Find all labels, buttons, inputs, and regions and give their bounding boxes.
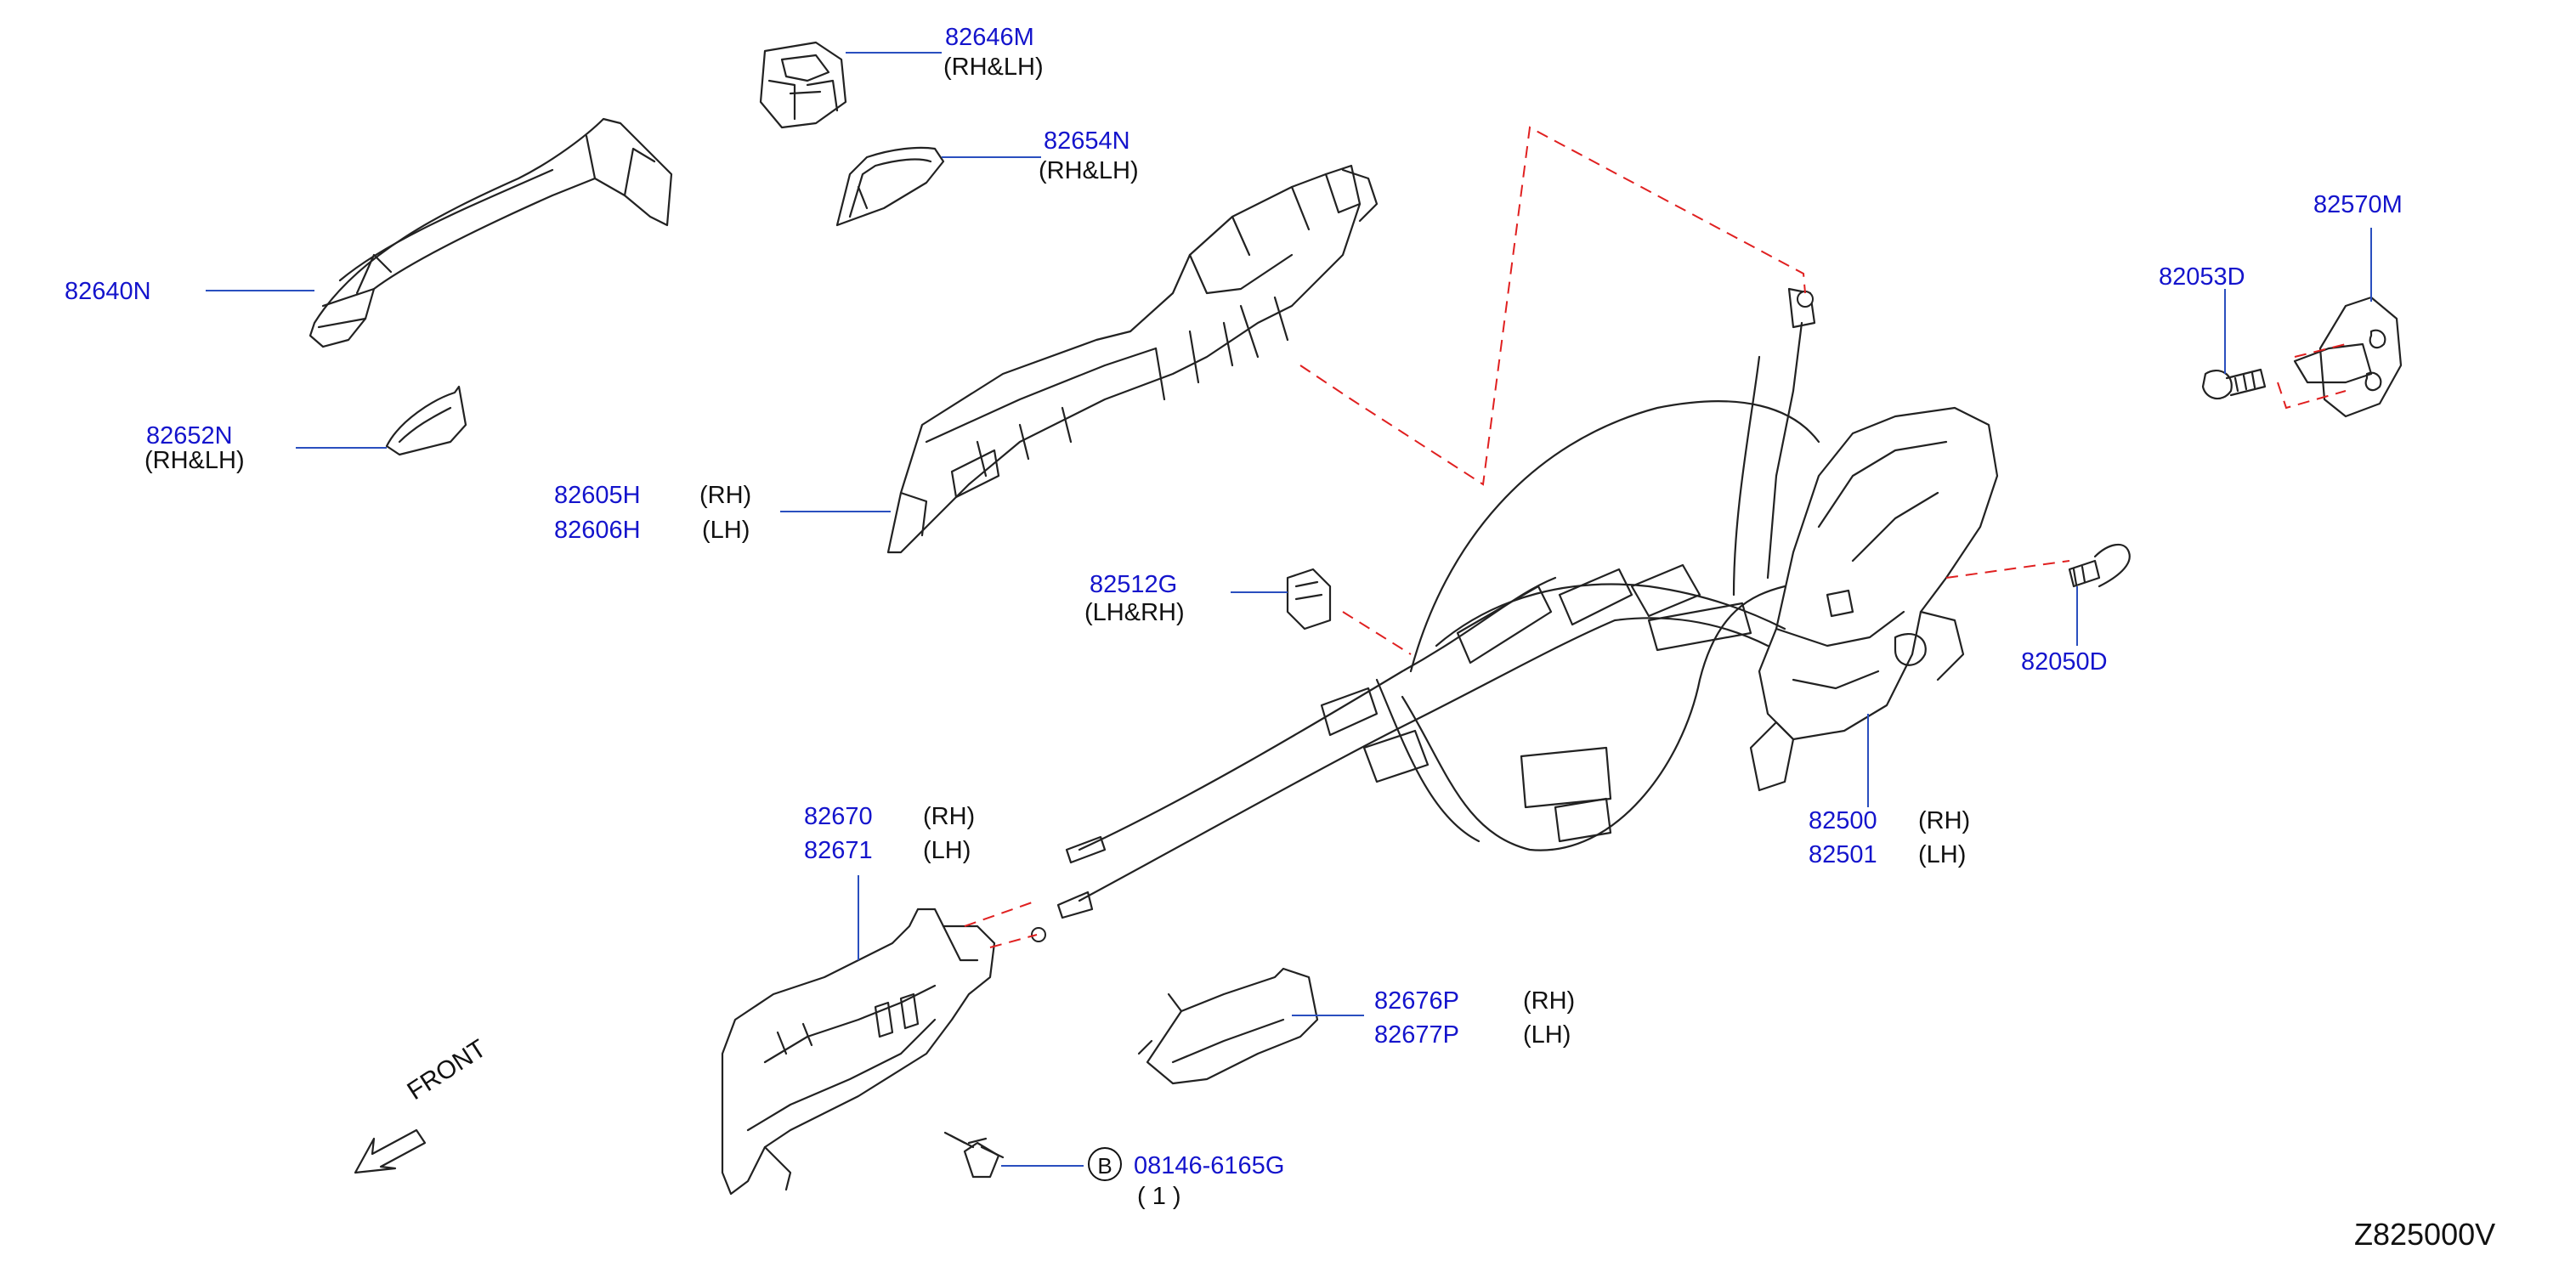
part-number-82676p: 82676P	[1374, 987, 1459, 1015]
part-number-82050d: 82050D	[2021, 648, 2108, 676]
part-number-82677p: 82677P	[1374, 1021, 1459, 1049]
part-number-82605h: 82605H	[554, 482, 641, 509]
part-number-82640n: 82640N	[65, 278, 151, 305]
part-number-82501: 82501	[1809, 841, 1877, 868]
part-number-82671: 82671	[804, 837, 873, 864]
inside-handle-cover-part	[1137, 967, 1319, 1085]
part-side-82500: (RH)	[1918, 807, 1971, 834]
door-lock-actuator-part	[1749, 406, 1999, 792]
part-number-82500: 82500	[1809, 807, 1877, 834]
part-number-82646m: 82646M	[945, 24, 1034, 51]
part-number-08146-6165g: 08146-6165G	[1134, 1152, 1285, 1179]
bolt-part	[943, 1131, 1005, 1179]
part-side-82671: (LH)	[923, 837, 971, 864]
cable-end-ball	[1797, 291, 1814, 308]
part-number-82606h: 82606H	[554, 517, 641, 544]
part-side-82501: (LH)	[1918, 841, 1967, 868]
part-side-82676p: (RH)	[1523, 987, 1576, 1015]
part-side-82605h: (RH)	[699, 482, 752, 509]
part-note-82512g: (LH&RH)	[1084, 599, 1185, 626]
diagram-code: Z825000V	[2354, 1217, 2496, 1252]
part-note-82652n: (RH&LH)	[144, 447, 245, 474]
handle-frame-part	[886, 164, 1379, 554]
part-number-82570m: 82570M	[2313, 191, 2403, 218]
part-number-82654n: 82654N	[1044, 127, 1130, 155]
part-number-82652n: 82652N	[146, 422, 233, 450]
cable-end-ball	[1031, 927, 1046, 942]
striker-screw-part	[2201, 368, 2267, 400]
dashed-assembly-line	[2277, 343, 2347, 410]
cable-clip-part	[1286, 568, 1332, 630]
part-note-82646m: (RH&LH)	[943, 54, 1044, 81]
bolt-marker-circle: B	[1088, 1147, 1122, 1181]
lock-screw-part	[2068, 543, 2131, 588]
part-number-82670: 82670	[804, 803, 873, 830]
part-number-82053d: 82053D	[2159, 263, 2245, 291]
part-side-82606h: (LH)	[702, 517, 750, 544]
dashed-assembly-line	[1299, 126, 1806, 486]
part-number-82512g: 82512G	[1090, 571, 1178, 598]
outside-handle-part	[309, 117, 673, 348]
handle-escutcheon-part	[385, 385, 467, 456]
door-striker-part	[2293, 296, 2403, 418]
inside-handle-part	[721, 908, 996, 1196]
part-note-82654n: (RH&LH)	[1039, 157, 1139, 184]
dashed-assembly-line	[1945, 560, 2070, 579]
handle-bracket-part	[759, 41, 847, 129]
cable-assembly	[1056, 287, 1820, 919]
front-arrow-icon	[354, 1128, 427, 1174]
dashed-assembly-line	[1342, 611, 1412, 655]
part-qty-08146-6165g: ( 1 )	[1137, 1183, 1181, 1210]
dashed-assembly-line	[964, 900, 1038, 948]
gasket-part	[835, 146, 945, 227]
part-side-82670: (RH)	[923, 803, 976, 830]
part-side-82677p: (LH)	[1523, 1021, 1571, 1049]
